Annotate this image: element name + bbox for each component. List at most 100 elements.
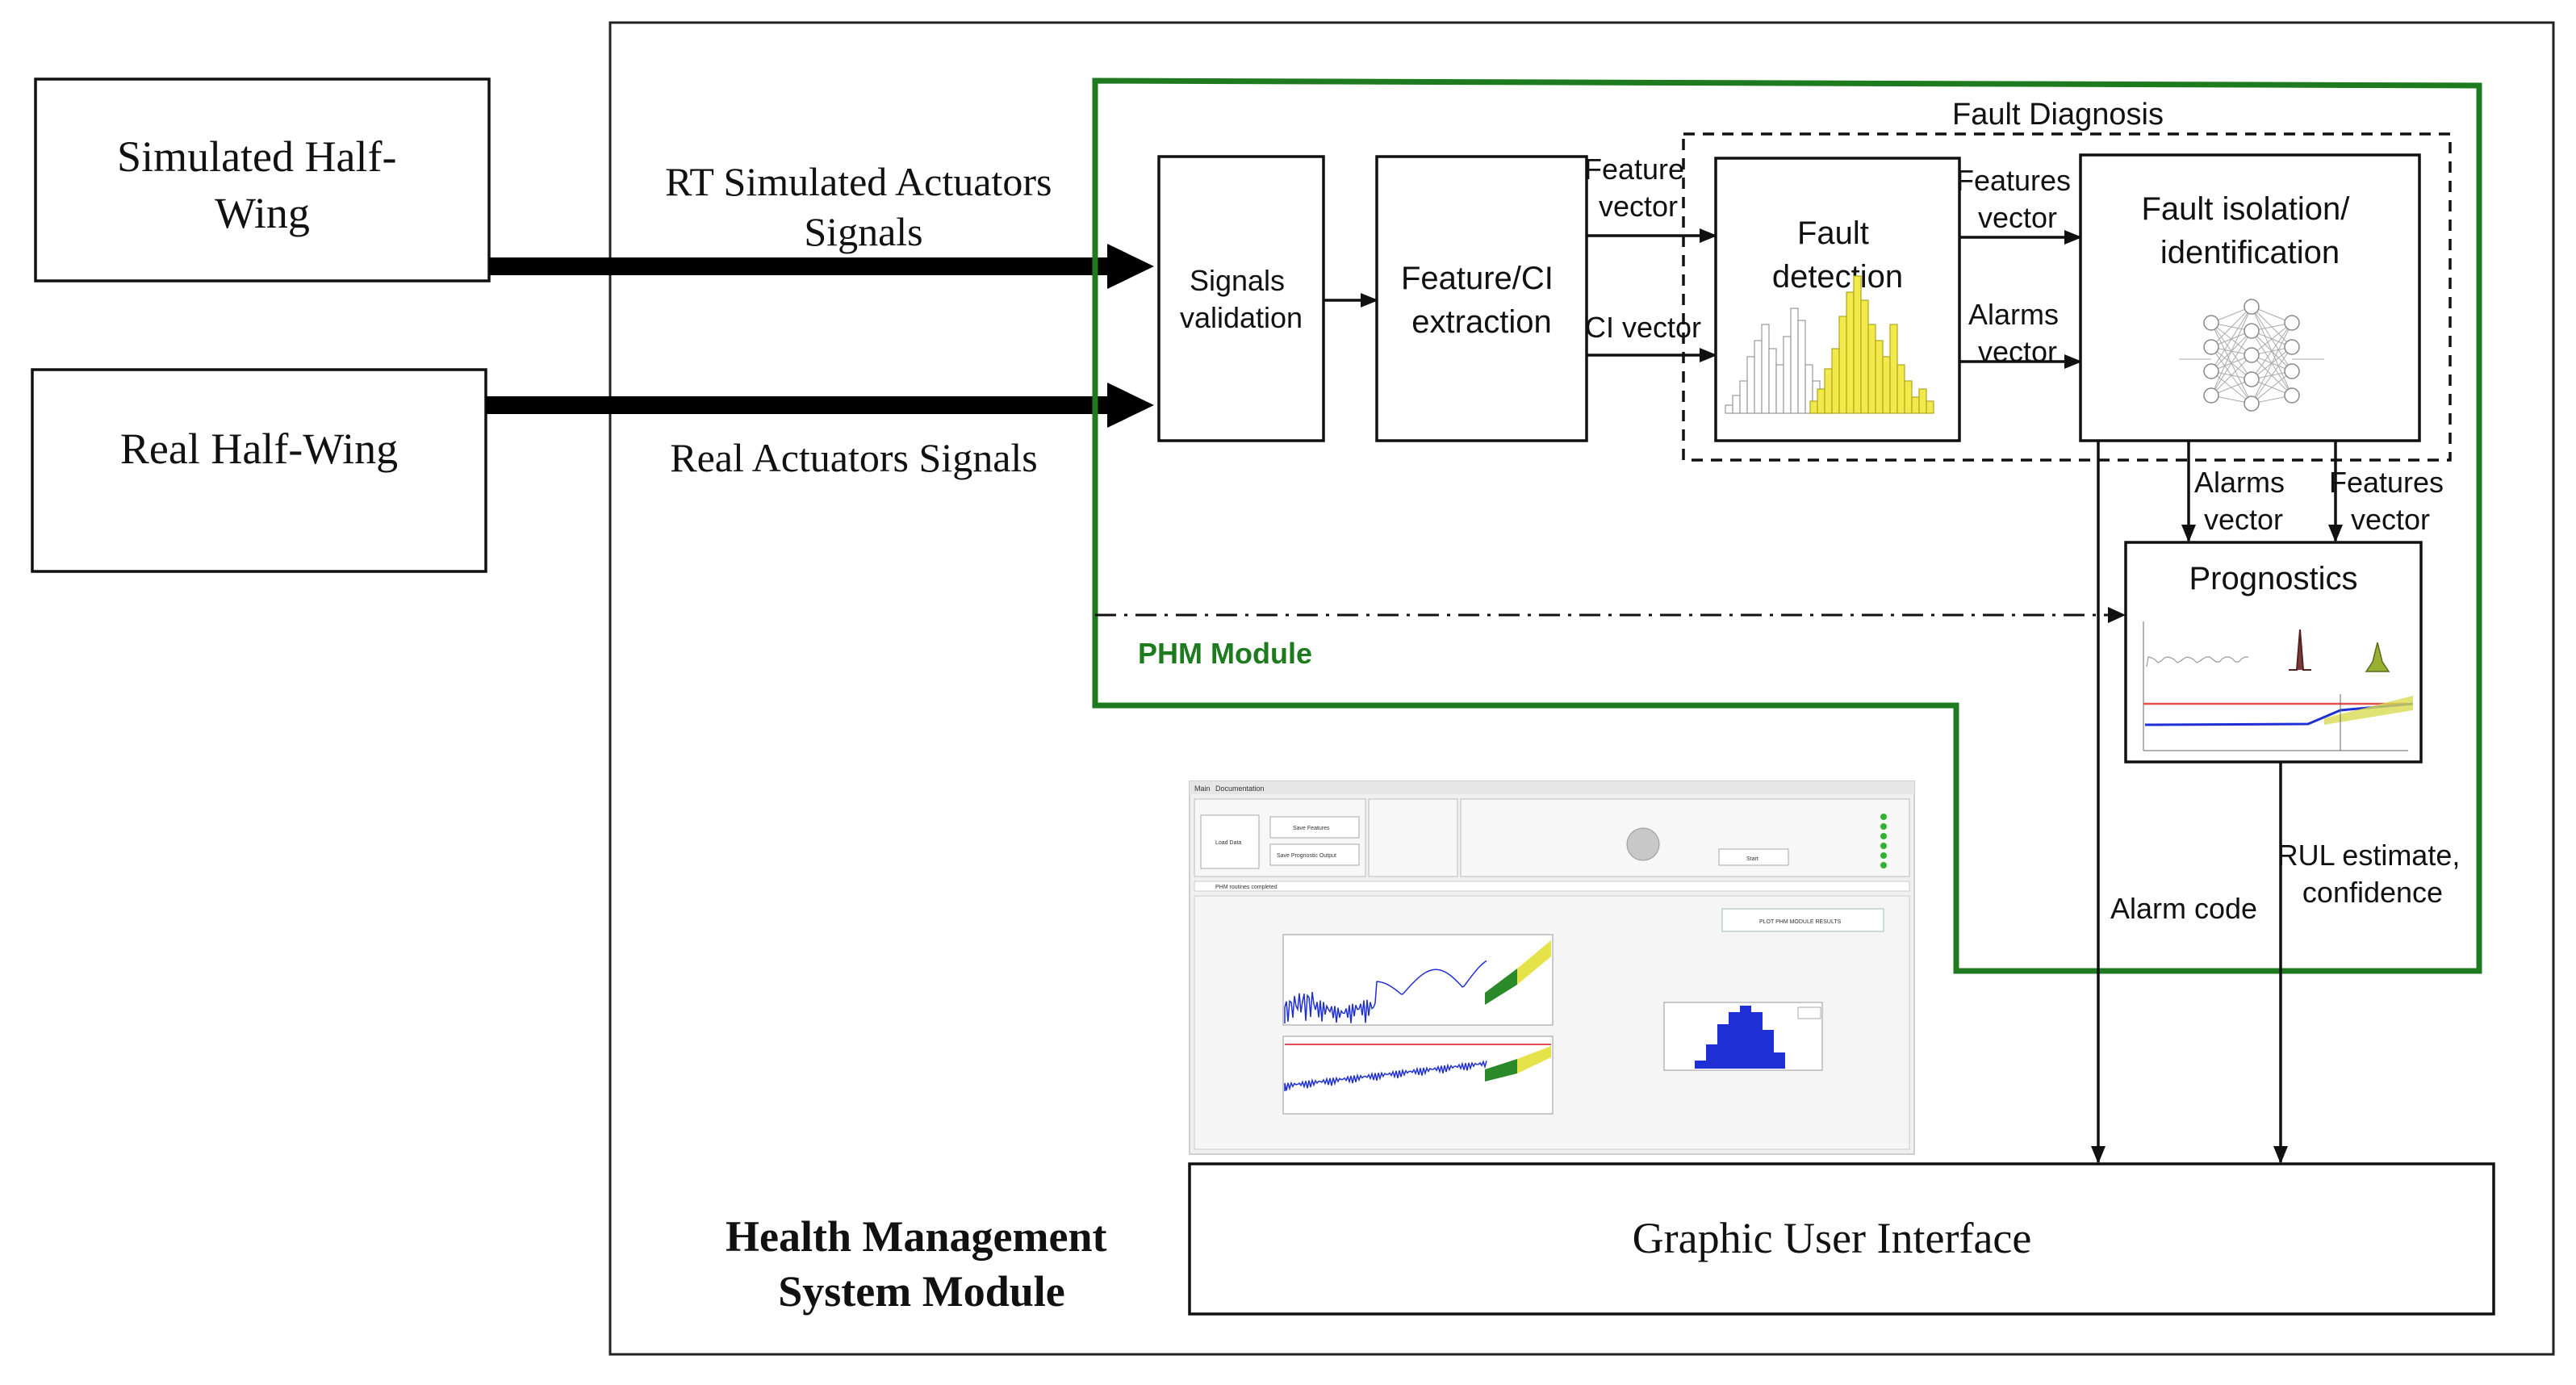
gui-thumb-status-text: PHM routines completed (1215, 885, 1278, 890)
histogram-bar-highlight (1824, 368, 1833, 414)
features-vector-label-1: Features vector (1956, 164, 2079, 234)
gui-plot-top-band (1517, 940, 1551, 985)
gui-thumb-plot-results-button (1721, 908, 1884, 932)
gui-plot-top-trace (1284, 960, 1487, 1023)
nn-node (2203, 315, 2219, 331)
rt-simulated-arrowhead (1107, 244, 1154, 289)
prog-confidence-band (2324, 696, 2413, 725)
nn-link (2251, 346, 2293, 404)
gui-thumb-tab-main: Main (1194, 785, 1211, 793)
nn-link (2251, 370, 2293, 404)
histogram-bar-grey (1739, 380, 1748, 414)
nn-link (2210, 354, 2252, 396)
status-led (1880, 852, 1887, 859)
nn-node (2284, 363, 2300, 379)
alarms-vector-label-2: Alarms vector (2194, 466, 2293, 536)
histogram-bar-grey (1746, 356, 1755, 414)
gui-thumb-load-button (1200, 814, 1260, 869)
rul-estimate-label: RUL estimate, confidence (2277, 839, 2469, 909)
prog-peak-green (2365, 642, 2390, 672)
nn-link (2251, 322, 2293, 380)
histogram-bar-highlight (1831, 348, 1840, 414)
histogram-bar-grey (1797, 320, 1806, 414)
histogram-bar-grey (1725, 404, 1733, 414)
rt-simulated-signals-label: RT Simulated Actuators Signals (665, 159, 1062, 254)
fault-detection-label: Fault detection (1772, 215, 1903, 295)
nn-link (2210, 330, 2252, 396)
gui-thumb-start-button (1718, 848, 1789, 866)
hms-module-label: Health Management System Module (726, 1212, 1118, 1316)
gui-thumb-plot-results-label: PLOT PHM MODULE RESULTS (1759, 919, 1842, 925)
histogram-bar-highlight (1926, 400, 1934, 414)
gui-plot-hist-bar (1717, 1024, 1729, 1069)
gui-plot-hist-bar (1695, 1061, 1706, 1069)
histogram-bar-highlight (1853, 275, 1862, 414)
gui-thumb-knob (1626, 827, 1660, 861)
fault-detection-histogram (1725, 275, 1934, 414)
alarm-code-label: Alarm code (2110, 892, 2257, 925)
fault-diagnosis-group (1682, 132, 2452, 462)
nn-link (2251, 322, 2293, 404)
real-half-wing-label: Real Half-Wing (120, 425, 398, 473)
gui-thumb-load-label: Load Data (1215, 840, 1241, 846)
nn-link (2251, 322, 2293, 356)
simulated-half-wing-box (34, 77, 491, 282)
status-led (1880, 833, 1887, 839)
nn-node (2203, 363, 2219, 379)
gui-thumb-tabbar (1190, 781, 1914, 794)
gui-thumb-plots (1282, 934, 1823, 1115)
histogram-bar-grey (1783, 336, 1792, 414)
nn-link (2210, 306, 2252, 396)
gui-plot-hist-bar (1751, 1012, 1763, 1069)
gui-plot-hist-legend (1797, 1006, 1821, 1019)
gui-thumb-save-features (1269, 816, 1360, 839)
gui-screenshot-thumbnail: Main Documentation Load Data Save Featur… (1189, 780, 1915, 1155)
histogram-bar-grey (1754, 340, 1763, 414)
features-vector-label-2: Features vector (2329, 466, 2452, 536)
gui-box (1188, 1162, 2495, 1316)
nn-node (2284, 315, 2300, 331)
gui-thumb-start-label: Start (1746, 856, 1758, 862)
status-led (1880, 862, 1887, 868)
histogram-bar-highlight (1875, 340, 1884, 414)
gui-thumb-status-leds (1880, 814, 1887, 868)
phm-module-border (1092, 77, 2482, 974)
prog-peak-dark (2289, 629, 2311, 671)
gui-thumb-save-prog (1269, 843, 1360, 866)
nn-node (2203, 339, 2219, 355)
gui-thumb-panel-3 (1460, 798, 1910, 877)
histogram-bar-highlight (1918, 388, 1927, 414)
gui-thumb-save-prog-label: Save Prognostic Output (1277, 853, 1336, 859)
nn-node (2203, 387, 2219, 404)
gui-thumb-status-bar (1194, 881, 1910, 892)
gui-plot-hist-bar (1740, 1006, 1751, 1069)
feature-extraction-box (1375, 155, 1588, 442)
histogram-bar-highlight (1911, 396, 1920, 414)
gui-plot-bottom-frame (1282, 1036, 1554, 1115)
status-led (1880, 843, 1887, 849)
gui-plot-bottom-trace (1284, 1060, 1487, 1091)
nn-link (2210, 306, 2252, 348)
real-half-wing-box (31, 368, 487, 573)
histogram-bar-highlight (1889, 324, 1898, 414)
histogram-bar-highlight (1809, 400, 1818, 414)
gui-plot-hist-bar (1763, 1030, 1774, 1069)
histogram-bar-highlight (1838, 316, 1847, 414)
nn-node (2244, 323, 2260, 339)
nn-node (2244, 395, 2260, 412)
gui-plot-top-green (1485, 969, 1517, 1005)
fault-diagnosis-label: Fault Diagnosis (1952, 98, 2164, 132)
histogram-bar-highlight (1860, 299, 1869, 414)
real-signal-arrowhead (1107, 383, 1154, 428)
signals-validation-box (1157, 155, 1325, 442)
histogram-bar-highlight (1817, 388, 1825, 414)
gui-label: Graphic User Interface (1633, 1214, 2032, 1262)
simulated-half-wing-label: Simulated Half- Wing (117, 132, 408, 237)
dashdot-arrowhead (2108, 607, 2126, 623)
feature-extraction-label: Feature/CI extraction (1401, 261, 1562, 340)
histogram-bar-grey (1761, 324, 1770, 414)
gui-plot-hist-bar (1774, 1052, 1785, 1069)
status-led (1880, 823, 1887, 830)
histogram-bar-highlight (1882, 356, 1891, 414)
fault-isolation-box (2079, 153, 2421, 442)
